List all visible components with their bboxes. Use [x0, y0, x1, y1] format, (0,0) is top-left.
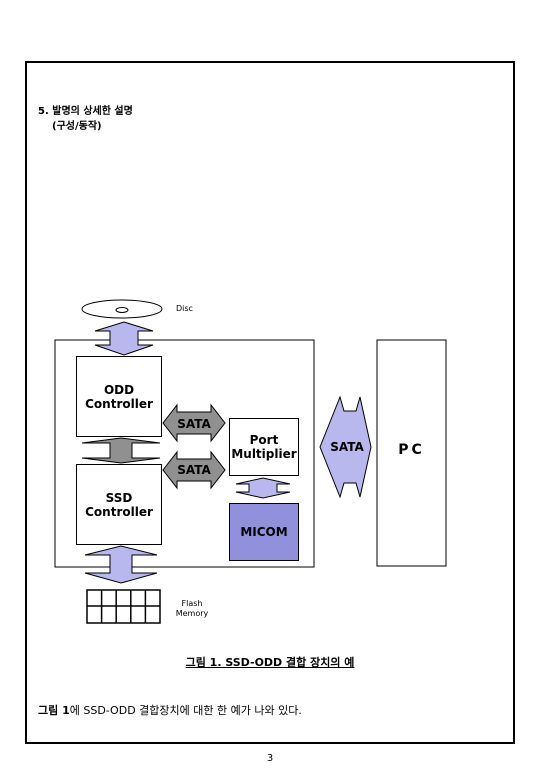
section-heading: 5. 발명의 상세한 설명 — [38, 106, 133, 117]
port-multiplier-box: Port Multiplier — [229, 418, 299, 476]
body-text-rest: 에 SSD-ODD 결합장치에 대한 한 예가 나와 있다. — [69, 704, 302, 717]
figure-caption-text: 그림 1. SSD-ODD 결합 장치의 예 — [185, 656, 355, 669]
pc-label: PC — [398, 442, 425, 458]
sata-lower-label: SATA — [177, 463, 211, 477]
ssd-controller-box: SSD Controller — [76, 464, 162, 545]
micom-box: MICOM — [229, 503, 299, 561]
disc-odd-arrow — [94, 321, 154, 356]
sata-upper-label: SATA — [177, 417, 211, 431]
sata-pc-label: SATA — [330, 440, 364, 454]
flash-memory-label: Flash Memory — [175, 599, 209, 618]
disc-label: Disc — [176, 304, 193, 313]
pc-box — [376, 339, 447, 567]
sata-lower-arrow — [162, 450, 226, 490]
body-text-bold: 그림 1 — [38, 704, 70, 717]
figure-caption: 그림 1. SSD-ODD 결합 장치의 예 — [0, 654, 540, 670]
sata-upper-arrow — [162, 403, 226, 443]
pm-micom-arrow — [235, 477, 291, 499]
flash-memory-chip — [86, 589, 161, 624]
sata-pc-arrow — [319, 395, 372, 499]
body-paragraph: 그림 1에 SSD-ODD 결합장치에 대한 한 예가 나와 있다. — [38, 702, 302, 718]
disc-icon — [81, 299, 163, 319]
page-frame — [25, 61, 515, 744]
page-number: 3 — [266, 753, 274, 764]
odd-controller-box: ODD Controller — [76, 356, 162, 437]
ssd-flash-arrow — [84, 545, 158, 584]
odd-ssd-arrow — [81, 437, 161, 464]
section-subheading: (구성/동작) — [52, 121, 102, 132]
